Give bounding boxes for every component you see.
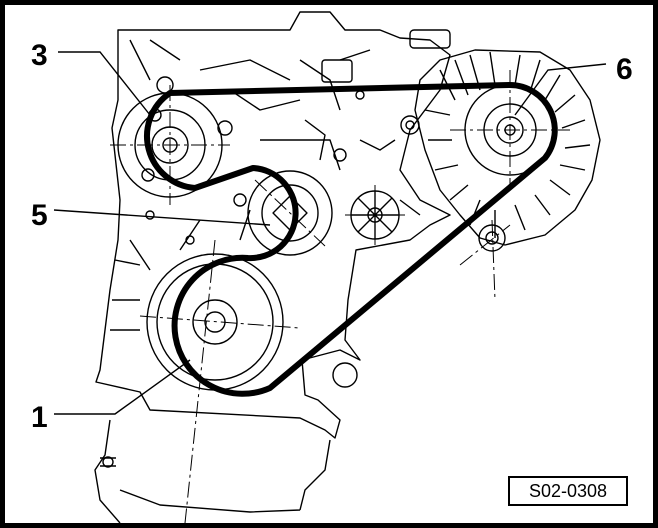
centerline-alternator-lower	[459, 219, 511, 301]
bolt-head-2	[233, 193, 247, 207]
leader-6	[514, 63, 607, 116]
alternator-mount-bolt-inner	[405, 120, 415, 130]
leader-5	[53, 209, 271, 226]
callout-3: 3	[31, 39, 48, 72]
bolt-head-5	[355, 90, 365, 100]
centerline-crank-horizontal	[139, 315, 301, 329]
alternator-mount-bolt	[400, 115, 420, 135]
pulley-3-bolt-b	[141, 168, 155, 182]
alternator-housing	[414, 49, 601, 246]
leader-3	[58, 51, 151, 116]
callout-1: 1	[31, 401, 48, 434]
callout-5: 5	[31, 199, 48, 232]
engine-ribs	[110, 39, 421, 331]
centerline-idler	[345, 185, 405, 245]
oil-drain-plug	[102, 456, 114, 468]
bolt-head-6	[332, 362, 358, 388]
pulley-3-bolt-c	[217, 120, 233, 136]
pulley-5-outer	[247, 170, 333, 256]
pulley-5-rim	[261, 184, 319, 242]
alternator-fins	[424, 51, 591, 238]
bolt-head-3	[185, 235, 195, 245]
callout-6: 6	[616, 53, 633, 86]
engine-block-outline	[95, 11, 451, 439]
bolt-head	[333, 148, 347, 162]
reference-code-box: S02-0308	[508, 476, 628, 506]
drive-belt	[144, 82, 558, 397]
oil-drain-plug-thread	[100, 457, 116, 467]
oil-pan	[94, 419, 331, 523]
leader-1	[54, 359, 191, 415]
pulley-1-rim	[192, 299, 238, 345]
block-boss-2	[409, 29, 451, 49]
centerline-crank-vertical	[184, 239, 216, 523]
bolt-head-4	[145, 210, 155, 220]
block-boss	[321, 59, 353, 83]
belt-drive-drawing	[53, 11, 607, 523]
centerline-tensioner	[254, 179, 326, 247]
